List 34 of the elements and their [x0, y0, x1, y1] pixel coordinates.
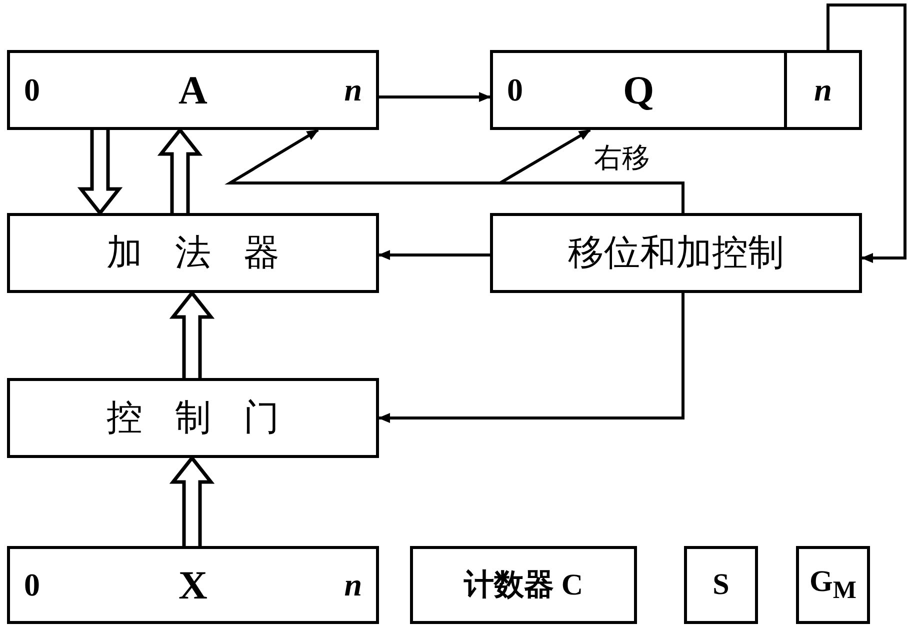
register-label: 0 [24, 72, 40, 108]
arrow [379, 92, 491, 102]
box-label: 计数器 C [464, 568, 584, 604]
register-label: Q [622, 66, 654, 114]
register-label: n [344, 72, 362, 108]
register-label: n [344, 566, 362, 604]
register-label: 0 [507, 72, 523, 108]
hollow-arrow [169, 455, 215, 548]
flag-box [684, 546, 758, 624]
register-box [490, 50, 787, 130]
hollow-arrow [157, 127, 203, 215]
flag-box [796, 546, 870, 624]
box-label: 加法器 [106, 232, 312, 276]
arrow [826, 4, 906, 263]
register-label: A [178, 66, 208, 114]
gate-box [7, 378, 379, 458]
register-cell [784, 50, 862, 130]
hollow-arrow [169, 290, 215, 380]
register-label: S [712, 568, 730, 602]
edge-label: 右移 [592, 144, 652, 172]
register-label: n [814, 72, 832, 108]
control-box [490, 213, 862, 293]
adder-box [7, 213, 379, 293]
arrow [378, 293, 684, 423]
hollow-arrow [77, 128, 123, 216]
register-box [7, 50, 379, 130]
register-label: 0 [24, 566, 40, 604]
register-label: G$_{M}$ [810, 565, 856, 605]
register-label: X [178, 562, 208, 608]
counter-box [410, 546, 637, 624]
box-label: 移位和加控制 [568, 232, 784, 276]
box-label: 控制门 [106, 396, 312, 440]
arrow [378, 250, 490, 260]
register-box [7, 546, 379, 624]
